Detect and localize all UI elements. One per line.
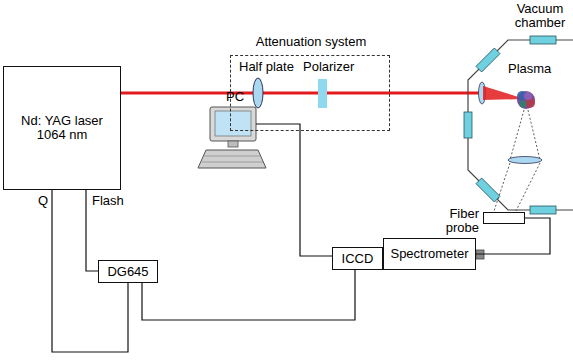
part-label: Polarizer [303,60,354,74]
stand [228,141,238,147]
iccd-box: ICCD [332,247,383,270]
plasma-plume [520,101,527,108]
chamber-port [464,112,472,138]
monitor [210,107,256,141]
signal-name: Q [38,194,48,208]
keyboard [198,150,266,168]
vacuum-chamber: Vacuum chamberPlasma [468,40,573,210]
chamber-port [530,206,556,214]
node-label: ICCD [342,252,374,266]
plasma-plume [517,91,535,109]
collection-ray [494,163,510,211]
part-label: Half plate [239,60,294,74]
laser-box: Nd: YAG laser 1064 nm [3,66,121,190]
collection-ray [528,110,540,160]
polarizer [318,79,327,108]
collection-ray [510,110,524,160]
delay-generator-box: DG645 [98,260,158,283]
laser-beam [390,92,468,95]
node-label: Attenuation system [231,35,391,49]
device-label: PC [226,90,244,104]
chamber-port [476,48,500,72]
node-label: Spectrometer [390,247,468,261]
collection-ray [516,163,540,211]
part-label: Plasma [508,62,551,76]
chamber-wall [468,40,573,210]
signal-name: Flash [92,194,124,208]
attenuation-box: Attenuation systemHalf platePolarizer [230,55,390,131]
laser-beam [121,92,230,95]
chamber-port [530,36,556,44]
pc-cable [256,124,332,256]
node-label: Fiber probe [439,207,479,234]
node-label: Nd: YAG laser 1064 nm [12,114,112,141]
fiber-probe: Fiber probe [483,212,525,224]
pc-icon [198,107,266,168]
node-label: Vacuum chamber [510,2,570,29]
chamber-port [476,178,500,202]
spectrometer-box: Spectrometer [383,238,476,270]
key-row [202,162,263,163]
plasma-plume [524,92,532,100]
gate-wire [142,270,355,320]
screen [215,111,251,136]
collection-lens [508,157,542,164]
key-row [204,156,260,157]
node-label: DG645 [107,265,148,279]
half-wave-plate [253,78,263,108]
